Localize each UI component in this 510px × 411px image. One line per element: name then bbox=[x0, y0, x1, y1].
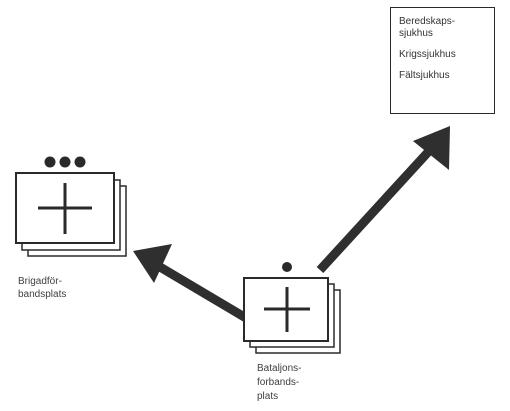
battalion-label-line1: Bataljons- bbox=[257, 363, 302, 374]
brigade-label: Brigadför- bandsplats bbox=[18, 275, 66, 301]
battalion-label: Bataljons- forbands- plats bbox=[257, 362, 301, 404]
three-dots-icon bbox=[44, 156, 86, 168]
brigade-label-line1: Brigadför- bbox=[18, 276, 62, 287]
battalion-label-line3: plats bbox=[257, 391, 279, 402]
brigade-label-line2: bandsplats bbox=[18, 289, 67, 300]
hospital-item-beredskaps: Beredskaps- sjukhus bbox=[399, 16, 456, 39]
hospital-item-krigs: Krigssjukhus bbox=[399, 49, 456, 60]
arrow-to-brigade bbox=[133, 244, 249, 322]
hospital-box: Beredskaps- sjukhus Krigssjukhus Fältsju… bbox=[390, 7, 495, 114]
hospital-item-falt: Fältsjukhus bbox=[399, 70, 450, 81]
brigade-unit-symbol bbox=[15, 156, 127, 257]
single-dot-icon bbox=[282, 262, 292, 272]
arrow-to-hospitals bbox=[316, 126, 450, 274]
battalion-unit-symbol bbox=[243, 262, 341, 354]
battalion-label-line2: forbands- bbox=[257, 377, 300, 388]
plus-icon bbox=[264, 287, 310, 332]
plus-icon bbox=[38, 183, 92, 234]
